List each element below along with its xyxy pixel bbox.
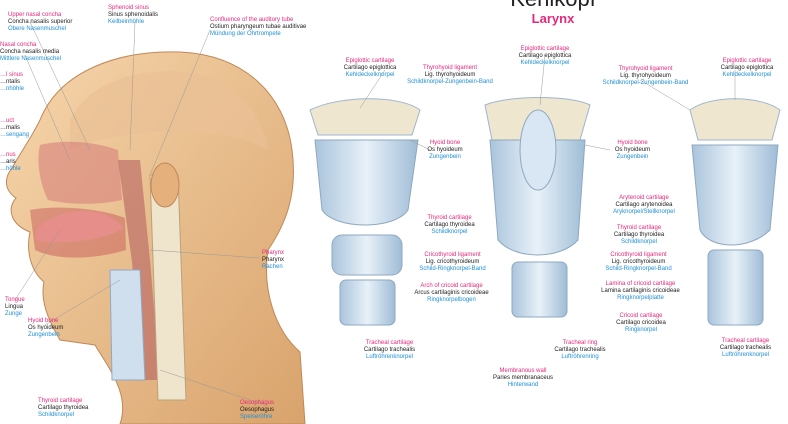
neck-larynx [110, 270, 145, 380]
nasal-cavity [38, 142, 122, 204]
head-section [6, 52, 305, 424]
label-sinus-left: …l sinus…ntalis…nhöhle [0, 72, 24, 93]
title-english: Larynx [488, 11, 618, 26]
ear [151, 163, 179, 207]
label-duct-left: …uct…malis…sengang [0, 118, 29, 139]
larynx-side [690, 99, 780, 325]
larynx-back [485, 98, 590, 318]
label-sinus-left-2: …nus…aris…höhle [0, 152, 21, 173]
title-german: Kehlkopf [478, 0, 628, 11]
